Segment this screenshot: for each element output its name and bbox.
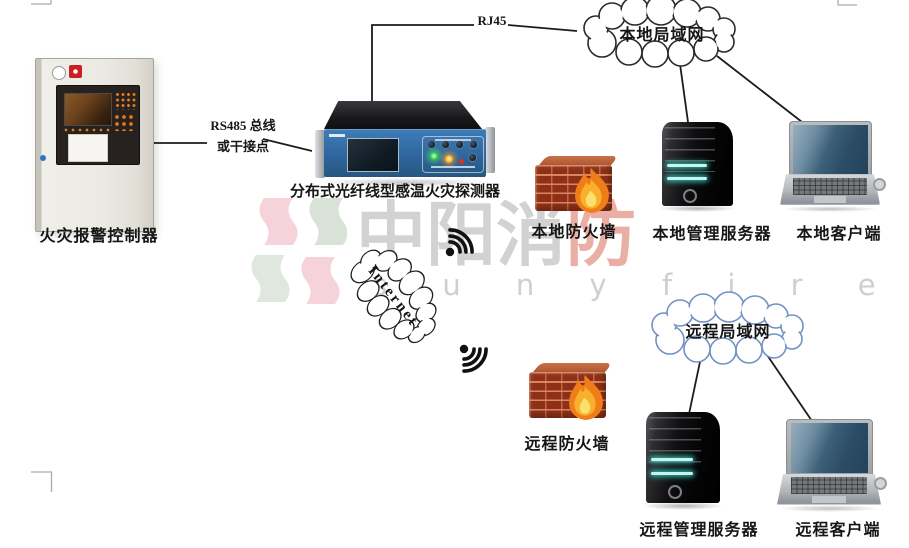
- panel-keypad: [115, 92, 136, 110]
- watermark-brand-en: s u n y f i r e: [372, 268, 899, 302]
- detector-shadow: [316, 178, 492, 187]
- detector-rack-ear-left: [315, 130, 325, 178]
- laptop-display: [790, 422, 869, 474]
- remote-server-icon: [641, 412, 725, 510]
- detector-green-led: [430, 152, 438, 160]
- detector-label: 分布式光纤线型感温火灾探测器: [289, 184, 500, 200]
- lan-to-remote-client-line: [764, 351, 815, 425]
- server-logo-icon: [683, 188, 698, 203]
- laptop-touchpad: [814, 196, 846, 203]
- rs485-label-line1: RS485 总线: [210, 118, 276, 133]
- logo-flag-pink-1: [259, 198, 298, 245]
- laptop-shadow: [782, 205, 878, 213]
- fire-alarm-panel-icon: [35, 58, 154, 232]
- detector-top-case: [324, 101, 482, 129]
- rj45-line-left: [371, 24, 474, 104]
- server-shadow: [641, 502, 725, 510]
- detector-front-panel: [324, 129, 486, 177]
- logo-flag-green-1: [309, 198, 347, 245]
- logo-flag-green-2: [251, 255, 290, 302]
- laptop-keyboard: [790, 477, 868, 495]
- corner-mark-top-left: [31, 0, 52, 5]
- logo-flag-pink-2: [301, 257, 340, 304]
- detector-rack-ear-right: [485, 127, 495, 173]
- detector-red-led: [459, 159, 464, 164]
- laptop-shadow: [779, 505, 879, 513]
- detector-amber-led: [445, 155, 453, 163]
- local-server-icon: [657, 122, 738, 212]
- rj45-line-right: [507, 24, 578, 32]
- server-glow-slot: [651, 471, 693, 475]
- local-firewall-icon: [532, 150, 638, 226]
- server-glow-slot: [666, 176, 707, 180]
- detector-knob: [455, 140, 464, 149]
- remote-firewall-label: 远程防火墙: [524, 436, 610, 453]
- server-glow-slot: [651, 458, 693, 462]
- laptop-keyboard: [793, 178, 867, 195]
- server-logo-icon: [668, 484, 683, 499]
- laptop-touchpad: [812, 496, 846, 503]
- flame-icon: [569, 375, 603, 420]
- detector-knob: [468, 153, 477, 162]
- watermark-logo: [251, 198, 347, 304]
- laptop-mouse-dongle: [873, 178, 886, 192]
- laptop-screen: [789, 121, 872, 179]
- detector-screen: [347, 138, 399, 172]
- watermark-cn-accent: 防: [566, 194, 636, 276]
- remote-client-label: 远程客户端: [795, 522, 881, 539]
- panel-nav-buttons: [114, 114, 136, 131]
- flame-icon: [575, 168, 609, 213]
- remote-firewall-icon: [526, 357, 632, 433]
- wifi-signal-up-icon: [434, 223, 479, 268]
- local-server-label: 本地管理服务器: [652, 226, 772, 243]
- corner-mark-top-right: [837, 0, 857, 6]
- detector-brand-mark: [329, 134, 345, 137]
- panel-lock-icon: [40, 155, 46, 161]
- laptop-display: [793, 124, 868, 174]
- rj45-label: RJ45: [477, 13, 507, 28]
- panel-brand-logo-icon: [69, 65, 82, 78]
- fiber-detector-icon: [308, 94, 500, 188]
- local-firewall-label: 本地防火墙: [531, 224, 617, 241]
- local-client-label: 本地客户端: [796, 226, 882, 243]
- local-client-icon: [780, 121, 886, 213]
- laptop-mouse-dongle: [874, 477, 887, 491]
- detector-control-panel: [422, 136, 484, 173]
- remote-client-icon: [777, 419, 887, 513]
- corner-mark-bottom-left: [31, 471, 53, 492]
- server-glow-slot: [666, 164, 707, 168]
- panel-label-card: [68, 134, 108, 162]
- wifi-signal-down-icon: [448, 333, 493, 378]
- detector-model-text: [435, 139, 471, 141]
- detector-knob: [469, 140, 478, 149]
- lan-to-local-server-line: [679, 63, 689, 123]
- detector-knob: [427, 140, 436, 149]
- lan-to-remote-server-line: [688, 356, 702, 415]
- remote-server-label: 远程管理服务器: [639, 522, 759, 539]
- laptop-screen: [786, 419, 873, 478]
- detector-maker-text: [431, 166, 475, 168]
- rs485-line-right: [262, 138, 313, 152]
- rs485-label-line2: 或干接点: [216, 139, 269, 154]
- fire-alarm-panel-label: 火灾报警控制器: [39, 228, 159, 245]
- panel-console: [56, 85, 140, 165]
- panel-cert-logo-icon: [52, 66, 66, 80]
- lan-to-local-client-line: [716, 55, 803, 123]
- panel-display: [64, 93, 112, 126]
- panel-led-row: [64, 128, 110, 132]
- local-lan-label: 本地局域网: [619, 25, 704, 44]
- detector-knob: [441, 140, 450, 149]
- server-shadow: [657, 204, 738, 212]
- remote-lan-label: 远程局域网: [685, 322, 770, 341]
